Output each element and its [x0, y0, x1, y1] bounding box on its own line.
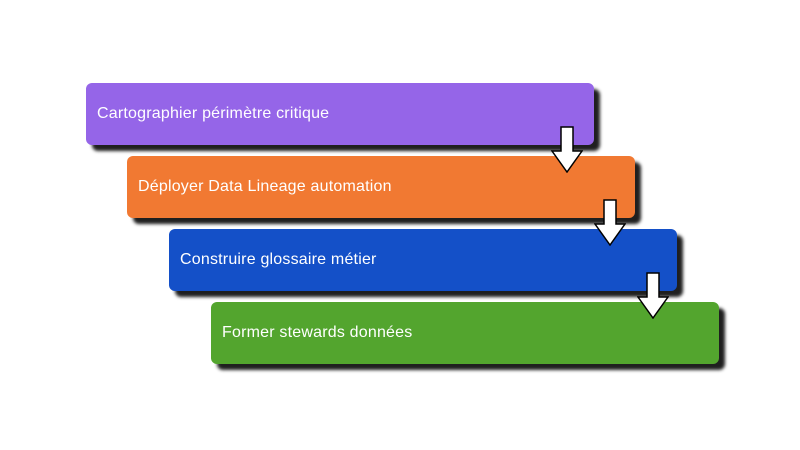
step-label-4: Former stewards données — [222, 324, 413, 341]
step-box-1: Cartographier périmètre critique — [86, 83, 594, 145]
step-label-3: Construire glossaire métier — [180, 251, 377, 268]
step-label-2: Déployer Data Lineage automation — [138, 178, 392, 195]
step-label-1: Cartographier périmètre critique — [97, 105, 330, 122]
step-box-2: Déployer Data Lineage automation — [127, 156, 635, 218]
down-arrow-icon-3 — [637, 272, 669, 319]
down-arrow-icon-2 — [594, 199, 626, 246]
step-box-3: Construire glossaire métier — [169, 229, 677, 291]
step-box-4: Former stewards données — [211, 302, 719, 364]
down-arrow-icon-1 — [551, 126, 583, 173]
